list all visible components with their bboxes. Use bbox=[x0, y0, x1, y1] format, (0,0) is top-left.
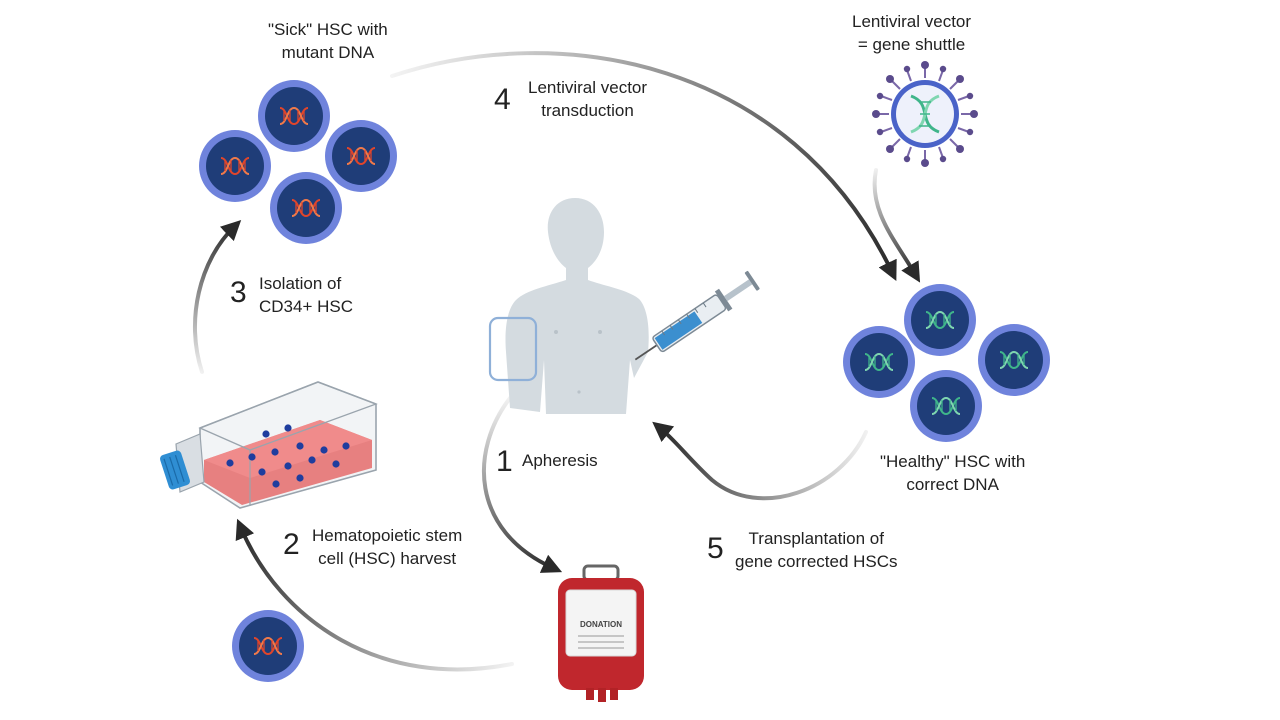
stem-cell-icon bbox=[325, 120, 397, 192]
stem-cell-icon bbox=[904, 284, 976, 356]
lentiviral-vector-label: Lentiviral vector = gene shuttle bbox=[852, 12, 972, 54]
blood-bag-icon: DONATION bbox=[558, 564, 644, 702]
culture-flask-icon bbox=[160, 381, 378, 509]
arrow-step-3 bbox=[193, 220, 242, 374]
stem-cell-icon bbox=[232, 610, 304, 682]
healthy-hsc-label: "Healthy" HSC with correct DNA bbox=[880, 452, 1026, 494]
sick-hsc-label: "Sick" HSC with mutant DNA bbox=[268, 20, 388, 62]
stem-cell-icon bbox=[843, 326, 915, 398]
step-5-label: Transplantation of gene corrected HSCs bbox=[735, 529, 898, 571]
apheresis-site-marker bbox=[488, 316, 538, 382]
step-5-number: 5 bbox=[707, 532, 724, 565]
stem-cell-icon bbox=[978, 324, 1050, 396]
stem-cell-icon bbox=[199, 130, 271, 202]
stem-cell-icon bbox=[270, 172, 342, 244]
step-1-label: Apheresis bbox=[522, 451, 598, 470]
arrow-step-4-vector bbox=[872, 168, 921, 283]
step-4-label: Lentiviral vector transduction bbox=[528, 78, 648, 120]
step-2-label: Hematopoietic stem cell (HSC) harvest bbox=[312, 526, 463, 568]
arrow-step-5 bbox=[652, 421, 868, 501]
arrow-step-1 bbox=[482, 396, 563, 573]
healthy-hsc-cluster bbox=[843, 284, 1050, 442]
step-4-number: 4 bbox=[494, 83, 511, 116]
stem-cell-icon bbox=[910, 370, 982, 442]
sick-hsc-cluster bbox=[199, 80, 397, 244]
lentivirus-icon bbox=[872, 61, 978, 167]
step-3-number: 3 bbox=[230, 276, 247, 309]
step-3-label: Isolation of CD34+ HSC bbox=[259, 274, 354, 316]
arrow-step-2 bbox=[235, 518, 514, 672]
stem-cell-icon bbox=[258, 80, 330, 152]
human-torso-icon bbox=[488, 198, 649, 414]
step-2-number: 2 bbox=[283, 528, 300, 561]
donation-label: DONATION bbox=[580, 620, 622, 629]
syringe-icon bbox=[634, 270, 760, 361]
step-1-number: 1 bbox=[496, 445, 513, 478]
arrow-step-4-main bbox=[390, 51, 897, 282]
